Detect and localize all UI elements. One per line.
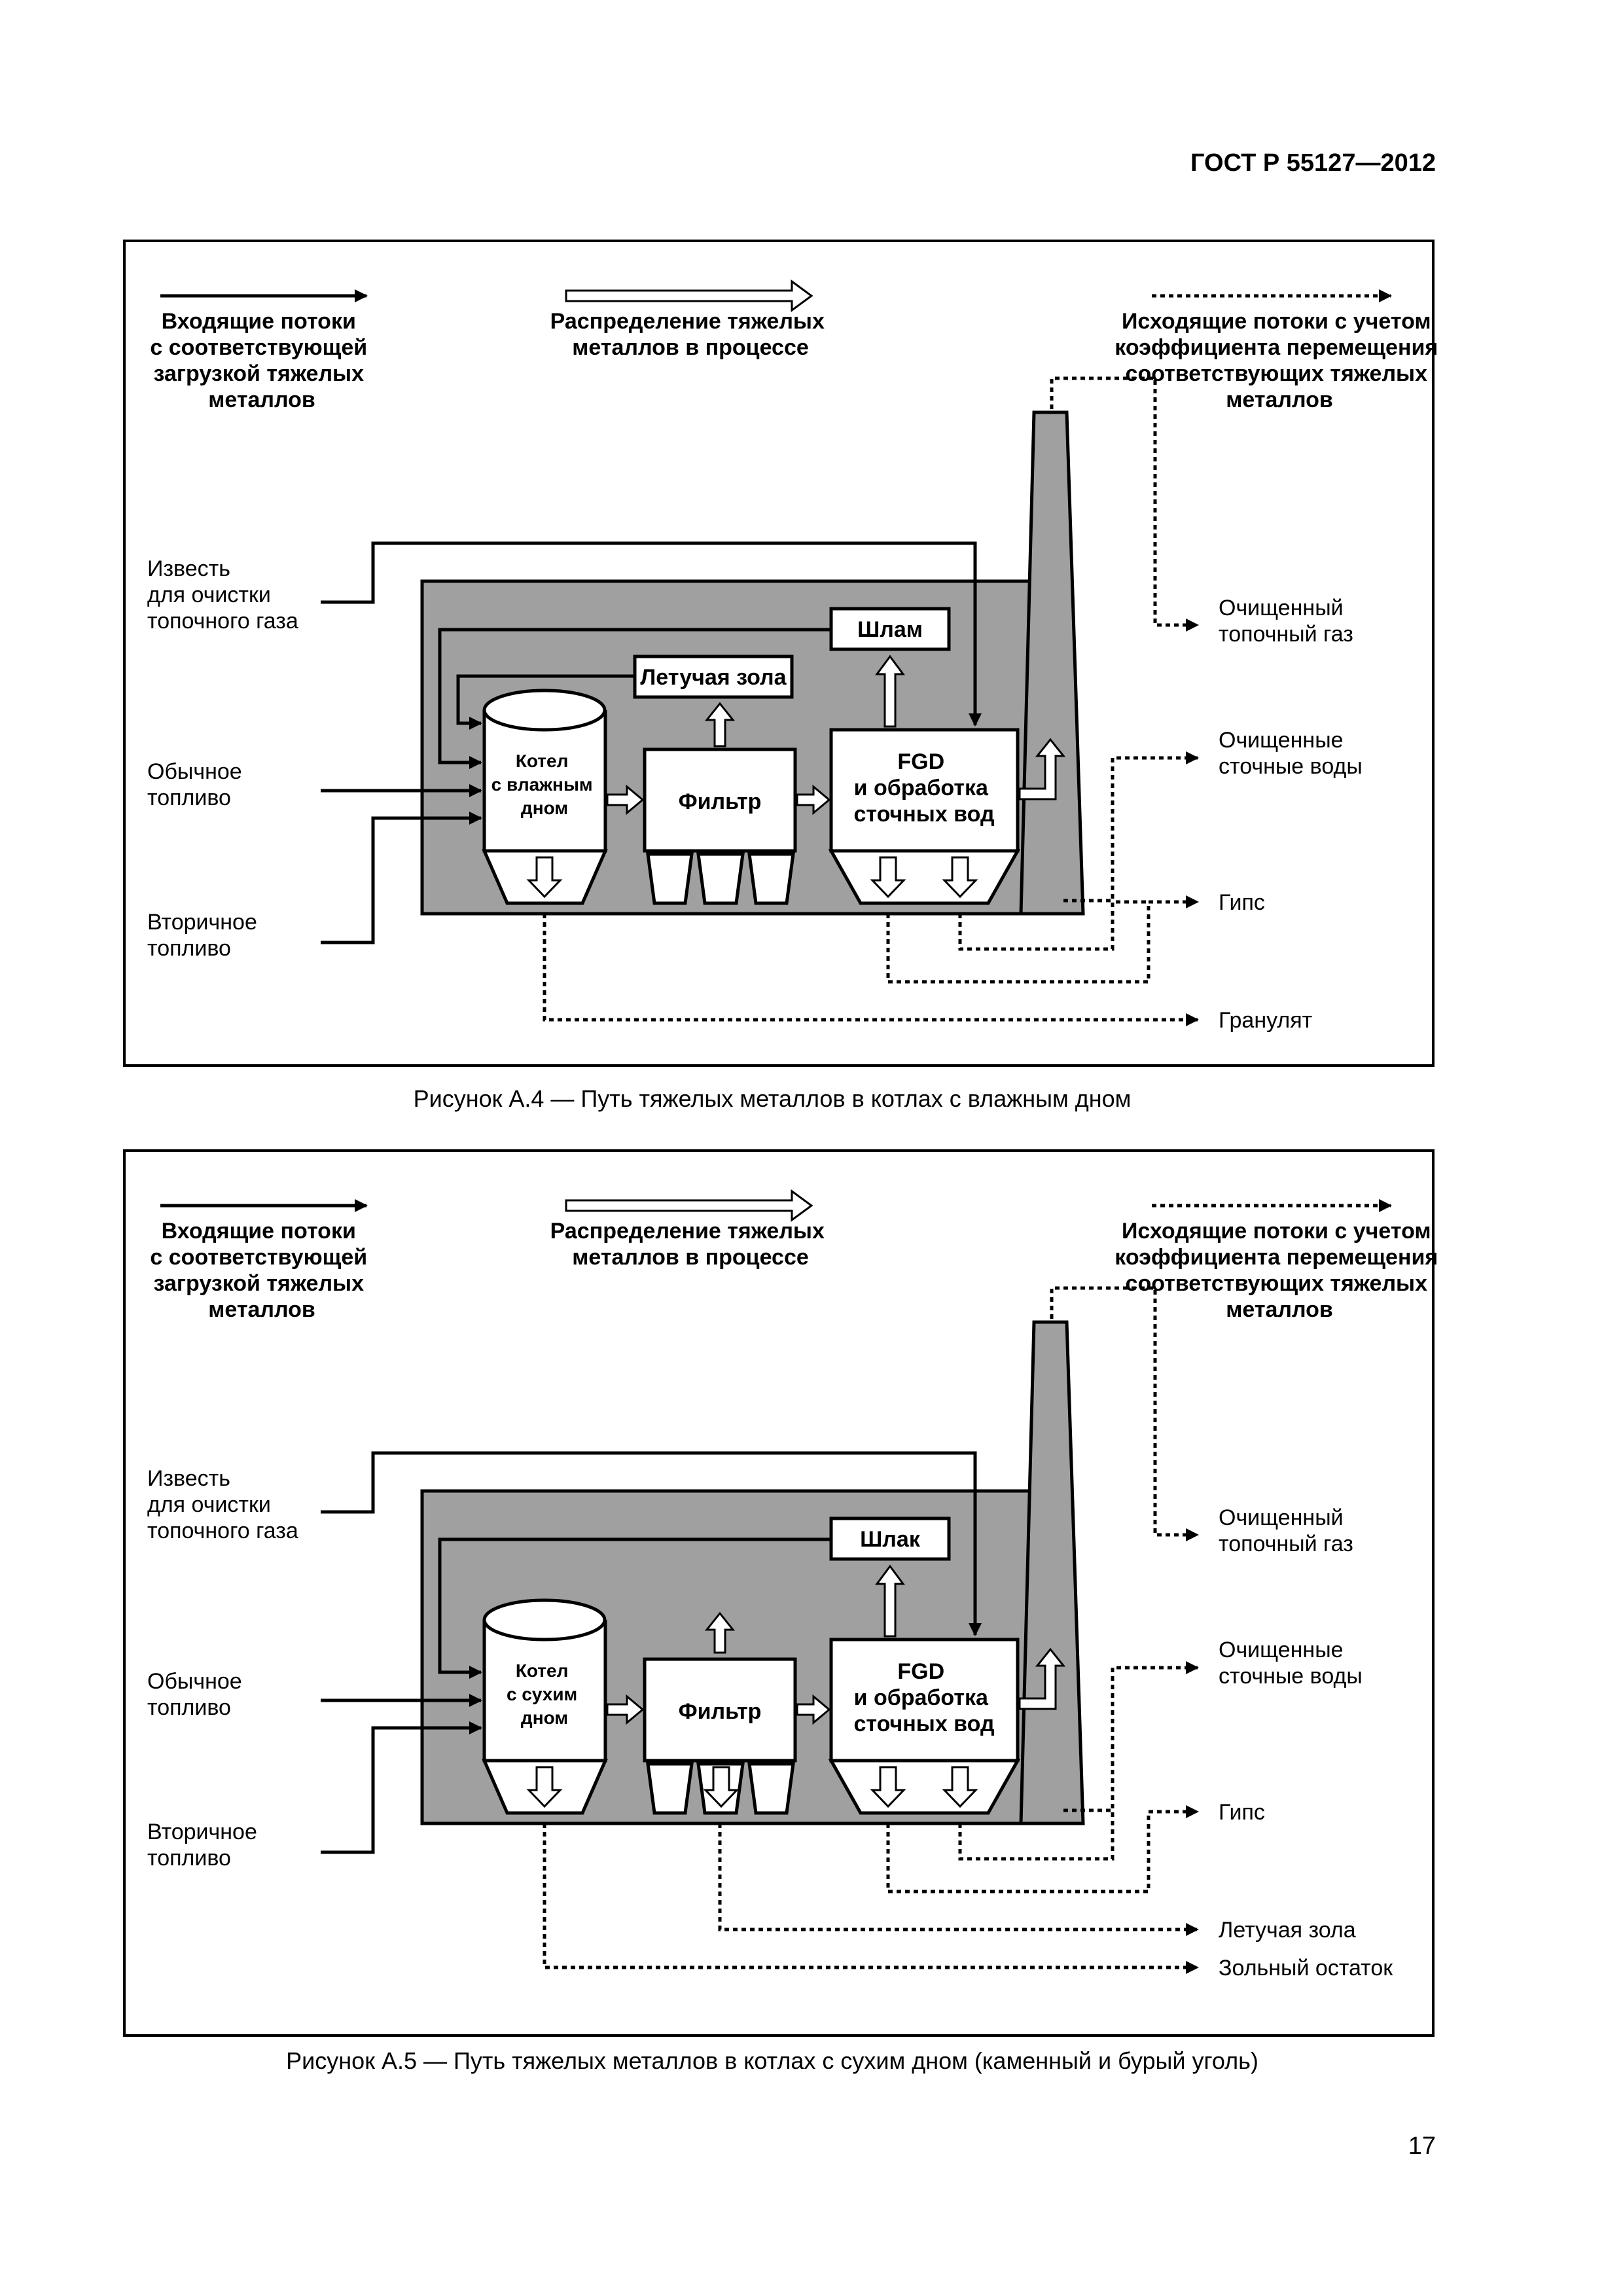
fgd-label: FGD и обработка сточных вод — [853, 749, 994, 827]
fgd-hopper — [828, 1759, 1021, 1815]
gypsum-dotted-line — [886, 1805, 1199, 1893]
boiler-label: Котел с влажным дном — [491, 751, 598, 818]
legend-hollow-arrow — [565, 279, 813, 312]
secondary-fuel-line — [321, 1721, 482, 1854]
boiler-label: Котел с сухим дном — [507, 1660, 582, 1728]
flue-gas-dotted-line — [1050, 1286, 1199, 1541]
output-wastewater-label: Очищенные сточные воды — [1219, 728, 1363, 779]
fgd-unit — [829, 728, 1020, 853]
fgd-right-dotted-line — [958, 1812, 1115, 1861]
secondary-fuel-line — [321, 812, 482, 944]
arrow-filter-to-fgd — [796, 784, 831, 816]
lime-input-line — [321, 541, 982, 726]
fly-ash-label: Летучая зола — [640, 665, 787, 690]
output-gypsum-label: Гипс — [1219, 890, 1265, 915]
input-lime-label: Известь для очистки топочного газа — [147, 1466, 298, 1543]
slag-recirculation-line — [438, 1537, 831, 1679]
legend-hollow-arrow — [565, 1189, 813, 1222]
slag-box — [829, 1516, 951, 1561]
sludge-recirculation-line — [438, 628, 831, 769]
fgd-down-arrow-left — [870, 856, 906, 899]
input-regular-fuel-label: Обычное топливо — [147, 1669, 248, 1720]
output-gypsum-label: Гипс — [1219, 1800, 1265, 1825]
fgd-right-dotted-line — [958, 900, 1149, 951]
output-granulate-label: Гранулят — [1219, 1008, 1312, 1033]
figure-a4-diagram: Входящие потоки с соответствующей загруз… — [123, 240, 1444, 1067]
fgd-hopper — [828, 849, 1021, 905]
output-flue-gas-label: Очищенный топочный газ — [1219, 596, 1353, 647]
output-fly-ash-label: Летучая зола — [1219, 1918, 1356, 1943]
output-ash-residue-label: Зольный остаток — [1219, 1956, 1393, 1981]
sludge-label: Шлам — [857, 617, 923, 642]
filter-hopper-3 — [747, 852, 795, 905]
boiler-down-arrow — [526, 1766, 563, 1808]
flyash-recirculation-line — [456, 674, 635, 730]
figure-a5-diagram: Входящие потоки с соответствующей загруз… — [123, 1149, 1444, 2037]
wastewater-dotted-line — [1063, 1661, 1199, 1812]
figure-frame — [123, 1149, 1435, 2037]
figure-a5-caption: Рисунок А.5 — Путь тяжелых металлов в ко… — [286, 2047, 1258, 2074]
fgd-down-arrow-right — [942, 1766, 978, 1808]
gypsum-dotted-line — [886, 895, 1199, 984]
sludge-box — [829, 607, 951, 651]
arrow-filter-to-flyash — [704, 702, 736, 747]
filter-label: Фильтр — [679, 1699, 762, 1724]
arrow-fgd-to-slag — [875, 1564, 905, 1638]
lime-input-line — [321, 1451, 982, 1636]
document-header: ГОСТ Р 55127—2012 — [1190, 149, 1436, 177]
filter-hopper-1 — [646, 1762, 694, 1815]
arrow-fgd-to-stack — [1018, 1647, 1066, 1710]
fgd-label: FGD и обработка сточных вод — [853, 1659, 994, 1736]
arrow-filter-up — [704, 1611, 736, 1654]
input-secondary-fuel-label: Вторичное топливо — [147, 1820, 263, 1871]
boiler-top — [482, 689, 607, 732]
fgd-down-arrow-right — [942, 856, 978, 899]
input-regular-fuel-label: Обычное топливо — [147, 759, 248, 810]
filter-hopper-2 — [696, 852, 745, 905]
filter-hopper-1 — [646, 852, 694, 905]
fgd-down-arrow-left — [870, 1766, 906, 1808]
legend-process-text: Распределение тяжелых металлов в процесс… — [550, 1219, 831, 1270]
stack — [1019, 1320, 1085, 1825]
legend-incoming-text: Входящие потоки с соответствующей загруз… — [150, 309, 373, 412]
slag-label: Шлак — [860, 1527, 921, 1552]
output-flue-gas-label: Очищенный топочный газ — [1219, 1505, 1353, 1556]
filter-hopper-3 — [747, 1762, 795, 1815]
filter-unit — [643, 1657, 797, 1763]
output-wastewater-label: Очищенные сточные воды — [1219, 1638, 1363, 1689]
legend-process-text: Распределение тяжелых металлов в процесс… — [550, 309, 831, 360]
arrow-boiler-to-filter — [606, 1694, 645, 1725]
arrow-filter-to-fgd — [796, 1694, 831, 1725]
arrow-fgd-to-sludge — [875, 655, 905, 728]
input-secondary-fuel-label: Вторичное топливо — [147, 910, 263, 961]
legend-incoming-text: Входящие потоки с соответствующей загруз… — [150, 1219, 373, 1322]
fly-ash-dotted-line — [718, 1823, 1199, 1936]
input-lime-label: Известь для очистки топочного газа — [147, 556, 298, 634]
filter-unit — [643, 747, 797, 853]
ash-residue-dotted-line — [543, 1823, 1199, 1974]
legend-outgoing-text: Исходящие потоки с учетом коэффициента п… — [1115, 1219, 1444, 1322]
boiler-top — [482, 1598, 607, 1641]
wastewater-dotted-line — [1063, 751, 1199, 903]
arrow-fgd-to-stack — [1018, 738, 1066, 800]
figure-frame — [123, 240, 1435, 1067]
stack — [1019, 410, 1085, 916]
filter-down-arrow — [703, 1766, 740, 1808]
legend-outgoing-text: Исходящие потоки с учетом коэффициента п… — [1115, 309, 1444, 412]
granulate-dotted-line — [543, 914, 1199, 1026]
figure-a4-caption: Рисунок А.4 — Путь тяжелых металлов в ко… — [413, 1085, 1132, 1112]
boiler-down-arrow — [526, 856, 563, 899]
arrow-boiler-to-filter — [606, 784, 645, 816]
page-number: 17 — [1408, 2132, 1436, 2160]
flue-gas-dotted-line — [1050, 376, 1199, 632]
filter-label: Фильтр — [679, 789, 762, 814]
